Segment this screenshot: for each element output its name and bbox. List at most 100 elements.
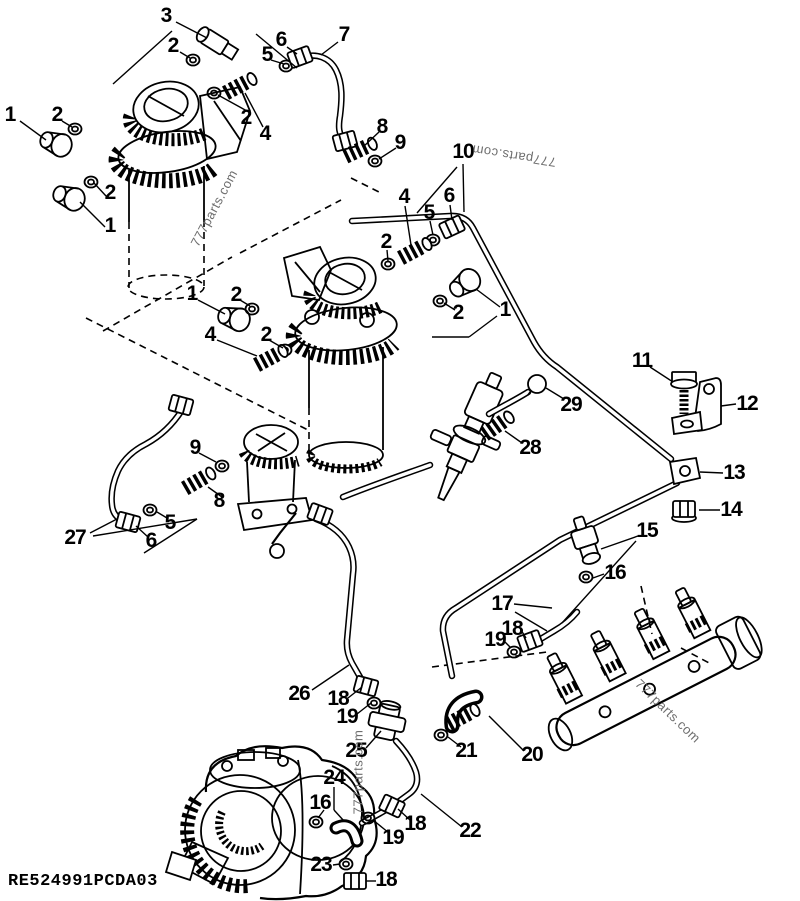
leader-line xyxy=(244,92,264,128)
leader-line xyxy=(198,452,217,463)
o-ring xyxy=(142,503,158,517)
o-ring xyxy=(338,857,354,871)
o-ring xyxy=(506,645,522,659)
leader-line xyxy=(268,339,284,349)
injection-pump-drawing xyxy=(164,745,378,901)
leader-line xyxy=(447,736,462,748)
leader-line xyxy=(429,220,434,236)
leader-line xyxy=(600,535,639,550)
leader-line xyxy=(93,182,107,197)
leader-line xyxy=(514,611,548,632)
leader-line xyxy=(404,205,412,246)
o-ring xyxy=(308,815,324,829)
hex-nut xyxy=(343,872,367,890)
fuel-filter-2-drawing xyxy=(282,245,400,474)
o-ring xyxy=(185,53,201,67)
o-ring xyxy=(366,696,382,710)
leader-line xyxy=(175,21,208,39)
elbow-fitting-24 xyxy=(329,819,364,848)
rail-port xyxy=(590,630,627,683)
leader-line xyxy=(156,511,168,519)
leader-line xyxy=(255,33,298,69)
leader-line xyxy=(503,640,512,649)
o-ring xyxy=(367,154,383,168)
leader-line xyxy=(449,204,453,221)
leader-line xyxy=(356,702,372,715)
leader-line xyxy=(443,302,456,311)
leader-line xyxy=(520,629,527,639)
part-code: RE524991PCDA03 xyxy=(8,872,158,891)
leader-line xyxy=(332,863,341,866)
leader-line xyxy=(649,366,674,383)
o-ring xyxy=(214,459,230,473)
leader-line xyxy=(333,809,345,822)
leader-line xyxy=(416,166,458,214)
injector-drawing xyxy=(429,371,504,502)
leader-line xyxy=(135,525,149,538)
leader-line xyxy=(513,603,553,609)
plug-fitting xyxy=(39,131,73,158)
plug-fitting xyxy=(217,306,251,333)
leader-line xyxy=(112,30,173,85)
mount-bracket-12 xyxy=(671,377,722,436)
fuel-filter-1-drawing xyxy=(108,80,251,300)
threaded-fitting xyxy=(342,136,378,164)
hex-nut xyxy=(378,793,406,819)
leader-line xyxy=(561,540,637,624)
leader-line xyxy=(378,147,397,160)
threaded-fitting xyxy=(397,237,433,265)
o-ring xyxy=(432,294,448,308)
leader-line xyxy=(317,809,325,819)
leader-line xyxy=(61,120,73,128)
threaded-fitting xyxy=(445,703,481,731)
leader-line xyxy=(365,730,382,749)
pipe-eyelet-13 xyxy=(668,456,702,486)
leader-line xyxy=(19,120,47,141)
leader-line xyxy=(347,686,363,699)
leader-line xyxy=(462,163,465,213)
leader-line xyxy=(545,387,565,400)
leader-line xyxy=(179,51,191,59)
hex-nut xyxy=(114,510,142,534)
rail-port xyxy=(674,587,712,640)
leader-line xyxy=(320,41,339,56)
hex-nut xyxy=(672,500,696,518)
plug-fitting xyxy=(449,268,482,298)
threaded-fitting xyxy=(253,344,289,372)
leader-line xyxy=(362,131,380,148)
leader-line xyxy=(592,573,605,579)
leader-line xyxy=(286,46,298,55)
rail-port xyxy=(546,652,584,705)
leader-line xyxy=(197,299,226,315)
hex-nut xyxy=(438,214,466,240)
leader-line xyxy=(270,59,285,65)
leader-line xyxy=(207,486,223,498)
hex-nut xyxy=(516,629,544,653)
fuel-rail-drawing xyxy=(546,587,763,752)
pressure-sensor-15 xyxy=(570,515,601,565)
o-ring xyxy=(433,728,449,742)
leader-line xyxy=(720,403,737,407)
leader-line xyxy=(468,315,498,338)
leader-line xyxy=(143,518,198,554)
o-ring xyxy=(83,175,99,189)
rail-port xyxy=(633,607,671,661)
plug-fitting xyxy=(52,185,86,212)
leader-line xyxy=(311,664,350,691)
leader-line xyxy=(79,201,106,228)
leader-line xyxy=(397,808,411,821)
leader-lines xyxy=(19,21,737,882)
leader-line xyxy=(217,94,248,112)
o-ring xyxy=(206,86,222,100)
o-ring xyxy=(360,811,376,825)
leader-line xyxy=(239,299,251,307)
leader-line xyxy=(475,288,501,308)
leader-line xyxy=(372,819,390,834)
o-ring xyxy=(578,570,594,584)
leader-line xyxy=(386,249,389,262)
leader-line xyxy=(92,518,198,537)
hex-nut xyxy=(306,502,334,526)
leader-line xyxy=(420,793,463,828)
